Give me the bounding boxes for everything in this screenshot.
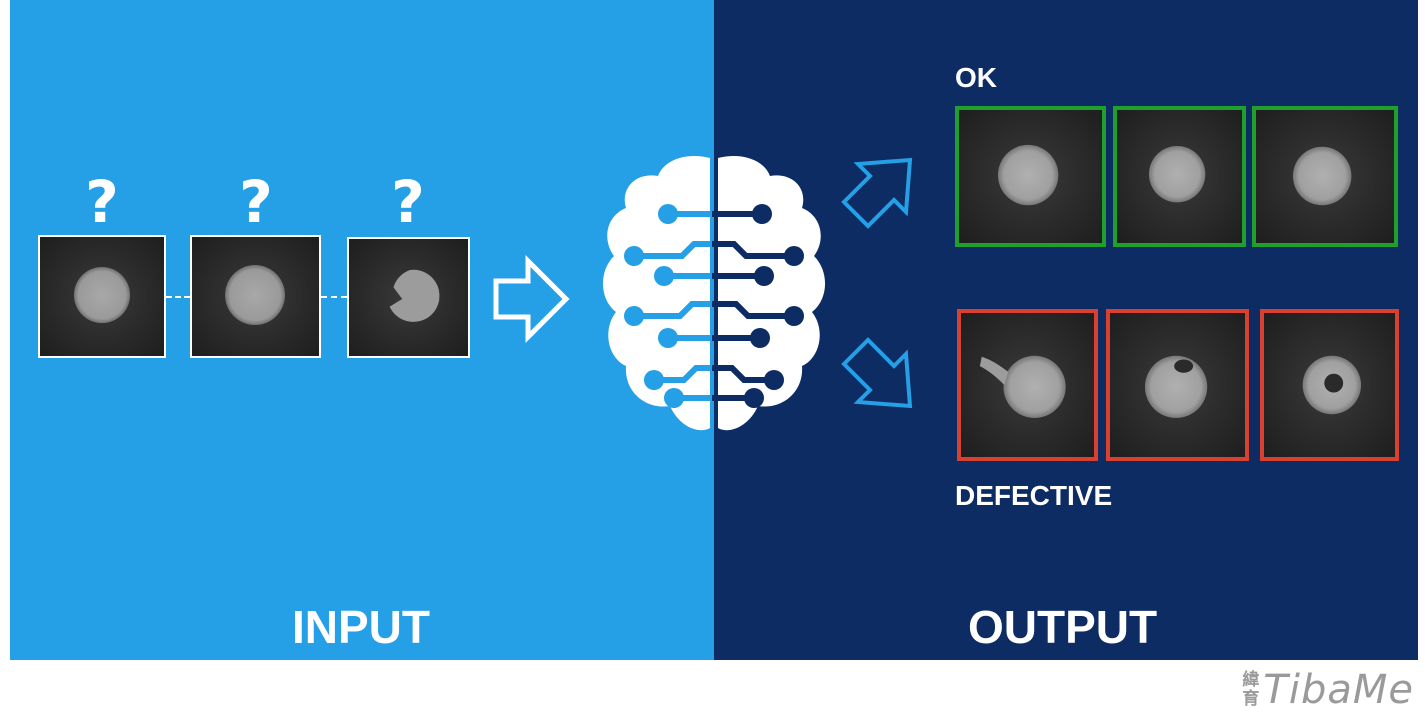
arrow-up-right-icon [841, 157, 913, 229]
input-sample-1 [38, 235, 166, 358]
connector-dash-1 [166, 296, 190, 298]
connector-dash-2 [321, 296, 347, 298]
defective-label: DEFECTIVE [955, 480, 1113, 511]
watermark-glyph-top: 緯 [1242, 670, 1260, 690]
output-label: OUTPUT [968, 601, 1158, 653]
defective-sample-3 [1260, 309, 1399, 461]
ok-sample-3 [1252, 106, 1398, 247]
watermark-glyphs: 緯 育 [1242, 671, 1259, 709]
brain-circuit-icon [602, 156, 826, 431]
input-sample-2 [190, 235, 321, 358]
arrow-down-right-icon [841, 337, 913, 409]
question-mark-2: ? [239, 168, 273, 236]
ok-label: OK [955, 62, 997, 93]
input-sample-3 [347, 237, 470, 358]
watermark-text: TibaMe [1263, 667, 1414, 713]
input-label: INPUT [292, 601, 430, 653]
arrow-right-icon [493, 255, 570, 343]
question-mark-1: ? [85, 168, 119, 236]
defective-sample-2 [1106, 309, 1249, 461]
watermark-glyph-bottom: 育 [1242, 689, 1260, 709]
tibame-watermark: 緯 育 TibaMe [1242, 664, 1414, 716]
question-mark-3: ? [391, 168, 425, 236]
ok-sample-2 [1113, 106, 1246, 247]
defective-sample-1 [957, 309, 1098, 461]
ok-sample-1 [955, 106, 1106, 247]
